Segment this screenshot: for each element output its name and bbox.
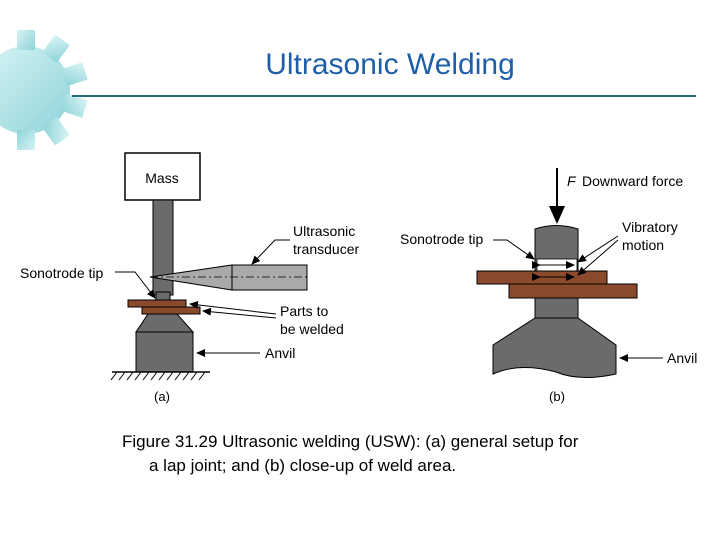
caption-a: (a) bbox=[154, 389, 170, 404]
anvil-top bbox=[135, 313, 195, 333]
upper-part bbox=[127, 299, 187, 308]
title-divider bbox=[72, 95, 696, 97]
figure-caption: Figure 31.29 Ultrasonic welding (USW): (… bbox=[122, 430, 682, 478]
vibratory-label-line2: motion bbox=[622, 237, 664, 253]
force-label: Downward force bbox=[582, 173, 683, 189]
caption-line-2: a lap joint; and (b) close-up of weld ar… bbox=[149, 456, 457, 475]
diagram-a: Mass Ultrasonic transducer Sonotrode tip… bbox=[20, 152, 359, 404]
transducer-label-line2: transducer bbox=[293, 241, 359, 257]
vibratory-leader-2 bbox=[577, 239, 619, 276]
transducer-body bbox=[231, 264, 308, 291]
anvil-label-a: Anvil bbox=[265, 345, 295, 361]
mass-block bbox=[124, 152, 201, 201]
page-title: Ultrasonic Welding bbox=[265, 48, 515, 81]
sonotrode-tip-leader-b bbox=[493, 239, 535, 260]
gear-icon bbox=[0, 30, 88, 150]
sonotrode-tip-leader-a bbox=[115, 271, 156, 299]
sonotrode-tip-label-b: Sonotrode tip bbox=[400, 231, 483, 247]
mass-label: Mass bbox=[145, 170, 178, 186]
vibratory-leader-1 bbox=[577, 235, 619, 263]
anvil-neck-b bbox=[534, 297, 579, 319]
diagram-b: F Downward force Sonotrode tip Vibratory… bbox=[400, 168, 697, 404]
caption-b: (b) bbox=[549, 389, 565, 404]
welding-diagram: Mass Ultrasonic transducer Sonotrode tip… bbox=[20, 152, 697, 404]
sonotrode-shaft bbox=[152, 199, 174, 296]
sonotrode-tip-label-a: Sonotrode tip bbox=[20, 265, 103, 281]
transducer-leader bbox=[251, 239, 290, 265]
anvil-body-b bbox=[492, 317, 617, 378]
vibratory-label-line1: Vibratory bbox=[622, 219, 678, 235]
ground-hatch bbox=[110, 371, 206, 381]
parts-leader-1 bbox=[189, 300, 277, 315]
force-symbol: F bbox=[567, 173, 577, 189]
anvil-base bbox=[135, 331, 194, 373]
lower-part-b bbox=[508, 283, 638, 299]
parts-label-line2: be welded bbox=[280, 321, 344, 337]
caption-line-1: Figure 31.29 Ultrasonic welding (USW): (… bbox=[122, 432, 579, 451]
parts-leader-2 bbox=[202, 307, 277, 319]
sonotrode-tip-block bbox=[155, 291, 171, 301]
anvil-label-b: Anvil bbox=[667, 350, 697, 366]
parts-label-line1: Parts to bbox=[280, 303, 328, 319]
transducer-label-line1: Ultrasonic bbox=[293, 223, 355, 239]
lower-part bbox=[141, 306, 201, 315]
